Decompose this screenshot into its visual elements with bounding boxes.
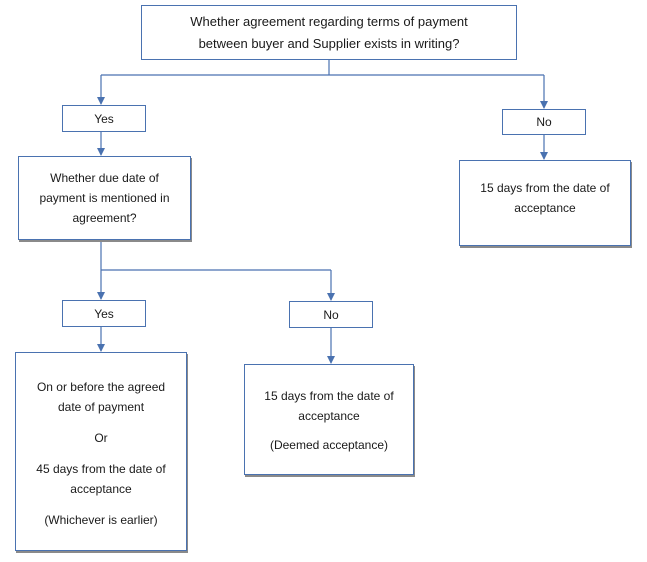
root-question-line-2: between buyer and Supplier exists in wri… <box>198 35 460 51</box>
no-agreement-result-line-1: 15 days from the date of <box>480 181 610 195</box>
deemed-acceptance-result-box: 15 days from the date of acceptance (Dee… <box>244 364 414 475</box>
root-question-box: Whether agreement regarding terms of pay… <box>141 5 517 60</box>
yes2-result-line-3: 45 days from the date of <box>36 462 166 476</box>
no2-result-line-1: 15 days from the date of <box>264 389 394 403</box>
due-date-mentioned-result-box: On or before the agreed date of payment … <box>15 352 187 551</box>
no2-result-line-2: acceptance <box>298 409 360 423</box>
due-date-question-line-2: payment is mentioned in <box>39 191 170 205</box>
no-label-level2: No <box>323 307 339 322</box>
no-agreement-result-line-2: acceptance <box>514 201 576 215</box>
no2-result-note: (Deemed acceptance) <box>269 438 389 452</box>
yes2-result-line-2: date of payment <box>57 400 145 414</box>
due-date-question-line-3: agreement? <box>72 211 137 225</box>
yes2-result-line-1: On or before the agreed <box>36 380 166 394</box>
yes-label-level2: Yes <box>94 306 114 321</box>
no-label-level1: No <box>536 115 552 129</box>
due-date-question-line-1: Whether due date of <box>50 171 159 185</box>
yes-label-level1: Yes <box>94 111 114 126</box>
due-date-question-box: Whether due date of payment is mentioned… <box>18 156 191 240</box>
yes2-result-or: Or <box>94 431 108 445</box>
yes-box-level1: Yes <box>62 105 146 132</box>
no-box-level1: No <box>502 109 586 135</box>
yes2-result-note: (Whichever is earlier) <box>44 513 158 527</box>
no-agreement-result-box: 15 days from the date of acceptance <box>459 160 631 246</box>
no-box-level2: No <box>289 301 373 328</box>
yes2-result-line-4: acceptance <box>70 482 132 496</box>
root-question-line-1: Whether agreement regarding terms of pay… <box>190 13 468 29</box>
yes-box-level2: Yes <box>62 300 146 327</box>
